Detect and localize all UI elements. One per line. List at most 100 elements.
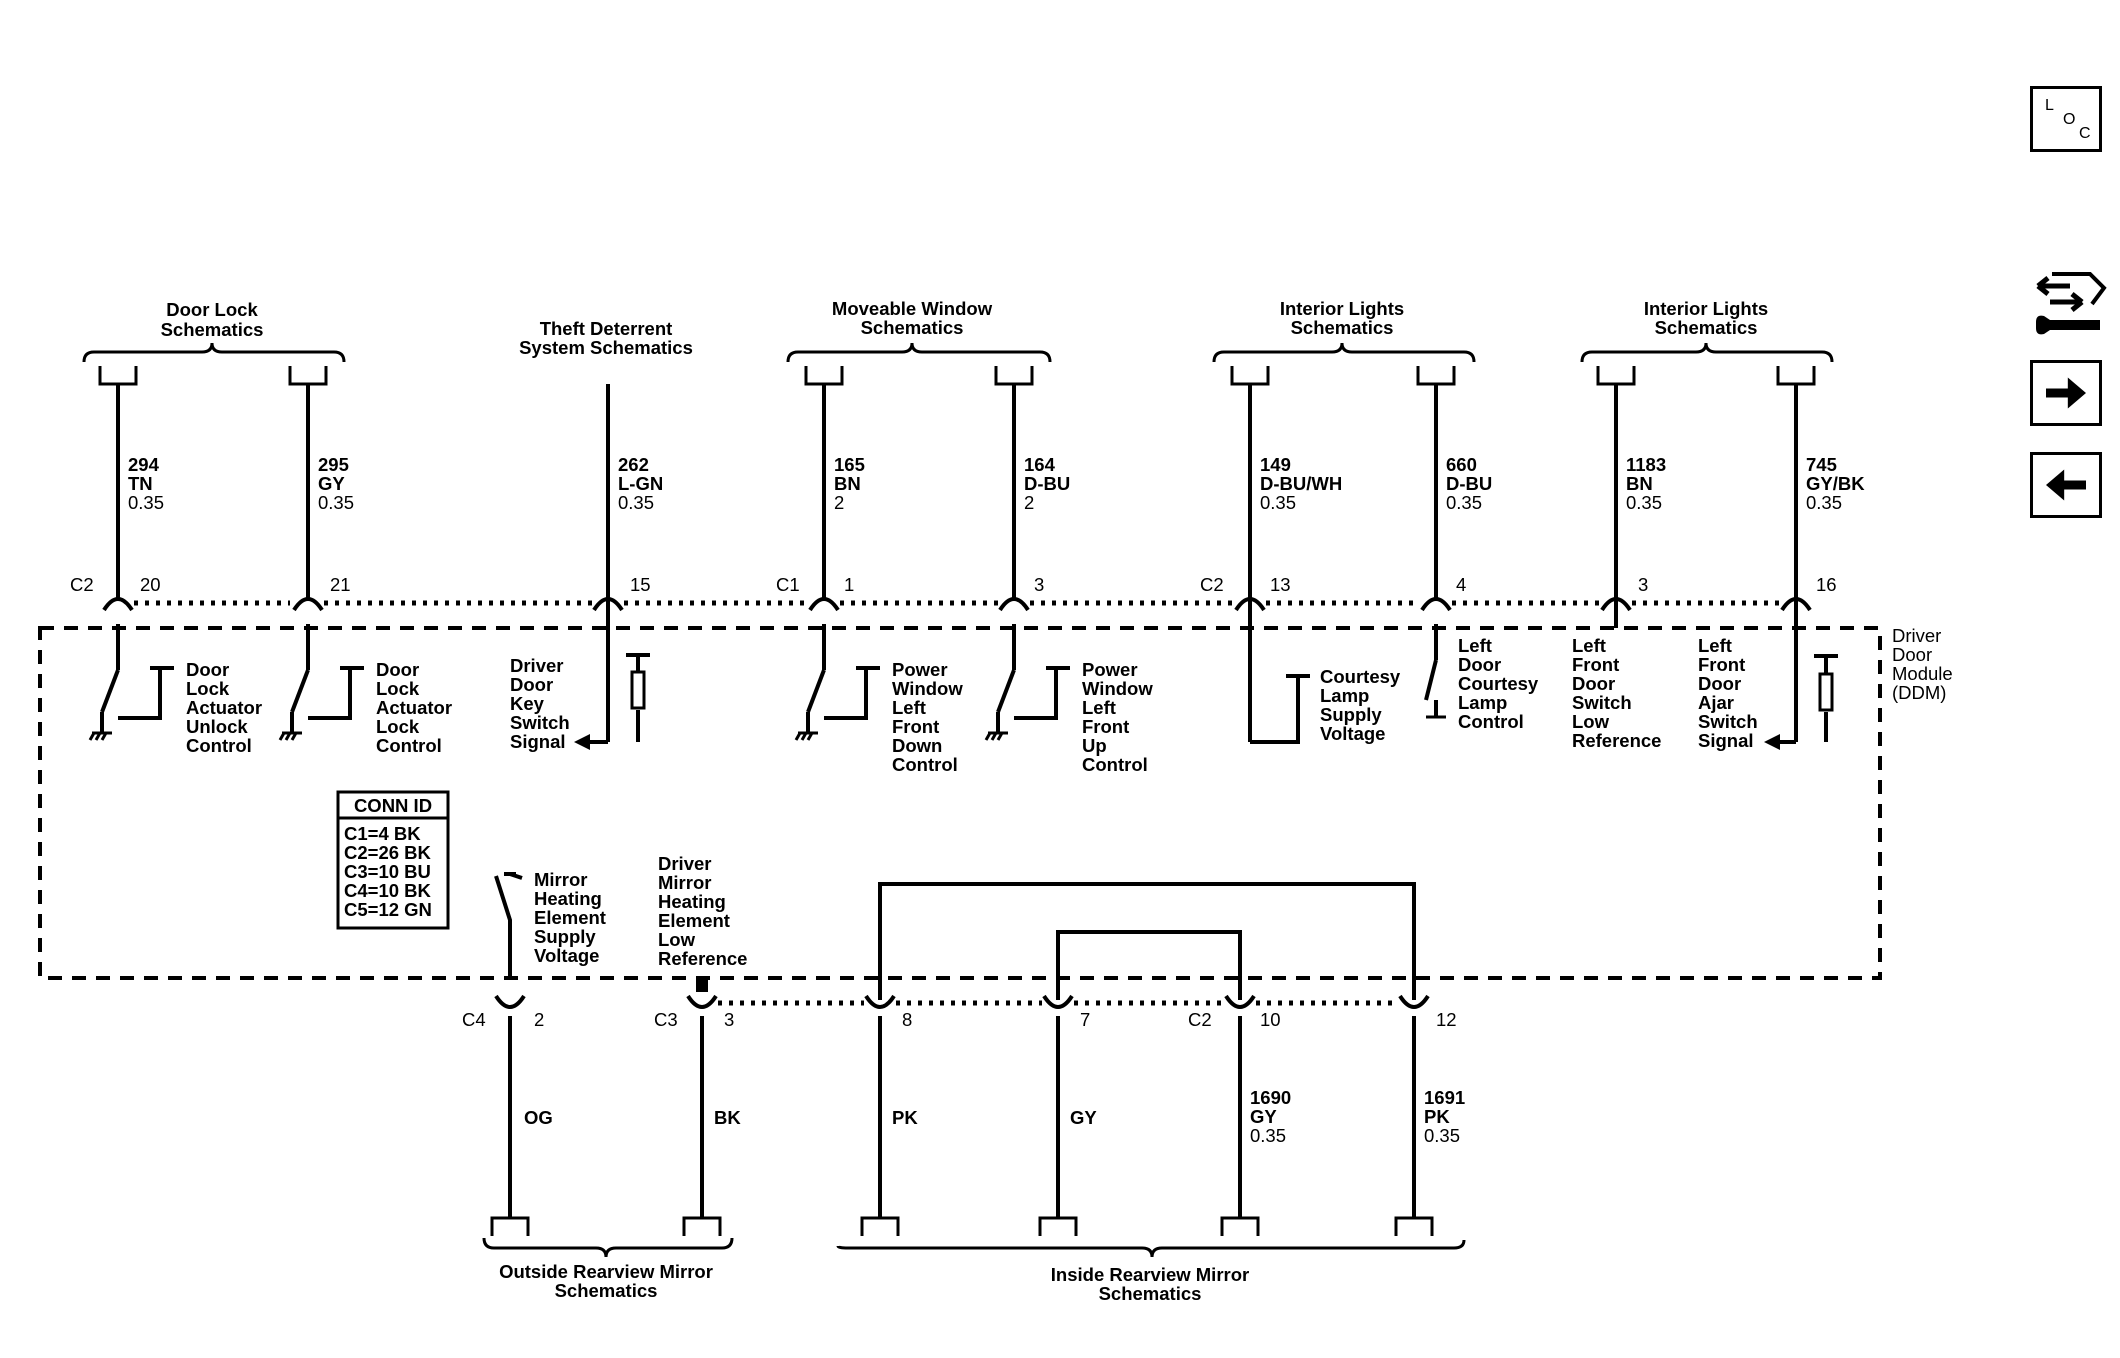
- loc-button[interactable]: L O C: [2030, 86, 2102, 152]
- pin-label: 3: [1638, 574, 1648, 595]
- group-outside-mirror[interactable]: Outside Rearview Mirror Schematics: [482, 1237, 734, 1301]
- loc-letter: C: [2079, 125, 2091, 142]
- svg-text:0.35: 0.35: [1250, 1125, 1286, 1146]
- group-theft-deterrent[interactable]: Theft Deterrent System Schematics: [519, 318, 693, 358]
- svg-text:Lamp: Lamp: [1458, 692, 1507, 713]
- group-moveable-window[interactable]: Moveable Window Schematics: [786, 298, 1052, 363]
- conn-id-table: CONN ID C1=4 BK C2=26 BK C3=10 BU C4=10 …: [336, 790, 450, 930]
- svg-text:1690: 1690: [1250, 1087, 1291, 1108]
- pin-label: 21: [330, 574, 351, 595]
- svg-text:Lamp: Lamp: [1320, 685, 1369, 706]
- svg-text:Courtesy: Courtesy: [1320, 666, 1401, 687]
- group-bracket: [1580, 342, 1834, 363]
- conn-id-row: C2=26 BK: [344, 842, 432, 863]
- connector-label: C3: [654, 1009, 678, 1030]
- svg-text:Actuator: Actuator: [376, 697, 452, 718]
- svg-text:Left: Left: [1458, 635, 1492, 656]
- pin-label: 1: [844, 574, 854, 595]
- svg-text:Heating: Heating: [658, 891, 726, 912]
- svg-text:262: 262: [618, 454, 649, 475]
- svg-text:TN: TN: [128, 473, 153, 494]
- loc-letter: L: [2045, 97, 2054, 114]
- arrow-left-icon: [2046, 469, 2086, 501]
- svg-text:Actuator: Actuator: [186, 697, 262, 718]
- svg-text:Switch: Switch: [1572, 692, 1632, 713]
- svg-text:Window: Window: [1082, 678, 1153, 699]
- top-connector-labels: C2 20 21 15 C1 1 3 C2 13 4 3 16: [70, 574, 1837, 595]
- group-title-line: Schematics: [861, 317, 964, 338]
- group-title-line: Door Lock: [166, 299, 258, 320]
- arrow-right-icon: [2046, 377, 2086, 409]
- group-title-line: Schematics: [1291, 317, 1394, 338]
- svg-text:Door: Door: [1698, 673, 1741, 694]
- ddm-module-outline: [38, 626, 1882, 980]
- svg-text:Control: Control: [1458, 711, 1524, 732]
- svg-text:0.35: 0.35: [318, 492, 354, 513]
- internal-circuits: [88, 624, 1838, 1000]
- group-bracket: [786, 342, 1052, 363]
- pin-label: 13: [1270, 574, 1291, 595]
- svg-text:Courtesy: Courtesy: [1458, 673, 1539, 694]
- group-interior-lights-1[interactable]: Interior Lights Schematics: [1212, 298, 1476, 363]
- svg-text:Down: Down: [892, 735, 942, 756]
- svg-text:Key: Key: [510, 693, 545, 714]
- top-wire-lines: [116, 384, 1798, 742]
- conn-id-row: C5=12 GN: [344, 899, 432, 920]
- svg-text:Lock: Lock: [186, 678, 230, 699]
- svg-text:Ajar: Ajar: [1698, 692, 1734, 713]
- previous-page-button[interactable]: [2030, 452, 2102, 518]
- svg-text:Switch: Switch: [510, 712, 570, 733]
- group-inside-mirror[interactable]: Inside Rearview Mirror Schematics: [836, 1239, 1466, 1304]
- pin-label: 8: [902, 1009, 912, 1030]
- group-door-lock[interactable]: Door Lock Schematics: [82, 299, 346, 363]
- svg-text:164: 164: [1024, 454, 1056, 475]
- svg-text:GY: GY: [318, 473, 345, 494]
- bottom-wire-lines: [490, 1016, 1434, 1236]
- svg-text:PK: PK: [1424, 1106, 1450, 1127]
- group-interior-lights-2[interactable]: Interior Lights Schematics: [1580, 298, 1834, 363]
- svg-text:Front: Front: [892, 716, 939, 737]
- pin-label: 7: [1080, 1009, 1090, 1030]
- pin-label: 4: [1456, 574, 1466, 595]
- svg-text:Control: Control: [376, 735, 442, 756]
- svg-text:0.35: 0.35: [128, 492, 164, 513]
- svg-text:0.35: 0.35: [1806, 492, 1842, 513]
- connector-tool-icon[interactable]: [2030, 264, 2110, 342]
- svg-text:1183: 1183: [1626, 454, 1666, 475]
- next-page-button[interactable]: [2030, 360, 2102, 426]
- svg-text:Door: Door: [1892, 644, 1932, 665]
- svg-text:D-BU: D-BU: [1446, 473, 1492, 494]
- top-terminals: [98, 366, 1816, 386]
- group-bracket: [482, 1237, 734, 1258]
- svg-text:Door: Door: [186, 659, 229, 680]
- svg-text:Driver: Driver: [1892, 625, 1941, 646]
- group-title-line: Interior Lights: [1280, 298, 1404, 319]
- svg-text:Reference: Reference: [1572, 730, 1661, 751]
- svg-text:Element: Element: [534, 907, 606, 928]
- pin-label: 3: [1034, 574, 1044, 595]
- svg-text:Power: Power: [1082, 659, 1138, 680]
- svg-text:Front: Front: [1572, 654, 1619, 675]
- svg-text:BN: BN: [1626, 473, 1653, 494]
- svg-text:Supply: Supply: [1320, 704, 1382, 725]
- connector-label: C2: [1188, 1009, 1212, 1030]
- svg-text:Front: Front: [1082, 716, 1129, 737]
- top-connectors: [102, 597, 1812, 612]
- svg-text:Door: Door: [1572, 673, 1615, 694]
